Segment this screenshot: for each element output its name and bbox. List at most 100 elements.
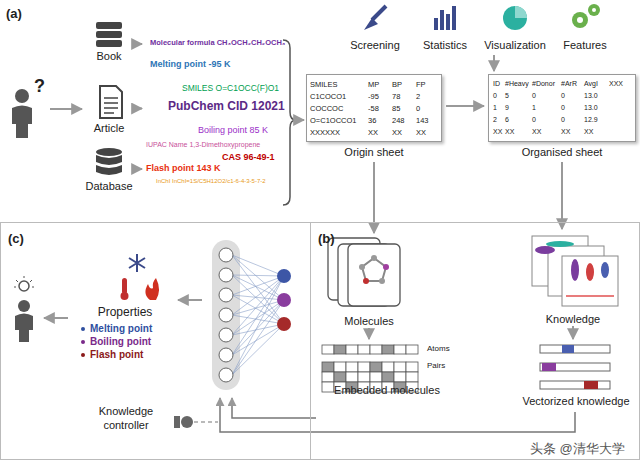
bullet (81, 340, 85, 344)
table-cell: 36 (368, 116, 376, 125)
watermark: 头条 @清华大学 (530, 440, 625, 458)
database-icon (96, 148, 122, 175)
tool-row: ScreeningStatisticsVisualizationFeatures (340, 0, 630, 53)
violin-cards (532, 236, 618, 306)
node-text: Melting point (81, 323, 179, 334)
table-cell: XXXXXX (310, 128, 340, 137)
table-cell: 9 (505, 104, 509, 111)
table-cell: 13.0 (584, 92, 598, 99)
snowflake-icon (129, 254, 145, 272)
vector: Vectorized knowledge (513, 341, 639, 407)
table-cell: 2 (493, 116, 497, 123)
book-icon (96, 22, 122, 47)
connector-arrow (136, 43, 142, 45)
image-card: Molecules (326, 237, 412, 327)
node-text: Embedded molecules (317, 384, 457, 396)
table-cell: -58 (368, 104, 379, 113)
bullet (81, 353, 85, 357)
feed-line (232, 398, 316, 418)
node-text: Features (550, 39, 620, 51)
table-cell: 0 (561, 116, 565, 123)
source: Book (84, 18, 134, 62)
table-cell: 0 (561, 92, 565, 99)
table-cell: 6 (505, 116, 509, 123)
node-text: Molecular formula CH₃OCH₂CH₂OCH₃ (150, 38, 282, 47)
node-text: Pairs (427, 361, 457, 370)
panel-label: (a) (6, 6, 22, 21)
node-text: Origin sheet (306, 146, 442, 158)
table-cell: 13.0 (584, 104, 598, 111)
node-text: Flash point 143 K (146, 163, 282, 173)
table-cell: 78 (392, 92, 400, 101)
table-cell: XX (392, 128, 402, 137)
table-cell: XX (561, 128, 570, 135)
connector-arrow (298, 119, 304, 121)
connector-arrow (446, 105, 484, 107)
knob-icon (174, 416, 193, 428)
node-text: CAS 96-49-1 (222, 152, 282, 162)
source: Database (80, 146, 138, 192)
table-cell: #Donor (532, 80, 555, 87)
table-cell: XXX (609, 80, 623, 87)
node-text: InChI InChI=1S/C5H12O2/c1-6-4-3-5-7-2 (156, 178, 282, 184)
table-cell: C1COCO1 (310, 92, 346, 101)
node-text: Screening (340, 39, 410, 51)
panel-label: (b) (318, 231, 335, 246)
panel: (b)MoleculesKnowledgeAtomsPairsEmbedded … (310, 222, 640, 460)
table-cell: XX (493, 128, 502, 135)
source: Article (84, 83, 134, 134)
question-mark: ? (34, 76, 45, 97)
table-cell: XX (532, 128, 541, 135)
table-cell: #Heavy (505, 80, 529, 87)
connector-arrow (572, 326, 574, 339)
connector-arrow (368, 328, 370, 339)
control-line (194, 421, 218, 422)
table-cell: MP (368, 80, 379, 89)
node-text: Flash point (81, 349, 179, 360)
table-cell: 1 (532, 104, 536, 111)
node-text: Boiling point (81, 336, 179, 347)
node-text: Article (84, 122, 134, 134)
panel-label: (c) (8, 231, 24, 246)
feed-line (220, 398, 575, 432)
neural-network (212, 240, 291, 390)
table-cell: 5 (505, 92, 509, 99)
node-text: PubChem CID 12021 (168, 99, 282, 113)
table-cell: 0 (493, 92, 497, 99)
molecule-cards (328, 238, 400, 306)
table-cell: 12.9 (584, 116, 598, 123)
arrow (44, 317, 68, 319)
node-text: Properties (71, 305, 179, 319)
bullet (81, 327, 85, 331)
table-cell: 143 (416, 116, 429, 125)
table-cell: -95 (368, 92, 379, 101)
connector-arrow (140, 168, 142, 170)
flame-icon (145, 278, 159, 300)
node-text: Vectorized knowledge (513, 395, 639, 407)
node-text: IUPAC Name 1,3-Dimethoxypropene (146, 141, 282, 148)
user: ? (8, 78, 48, 140)
table-cell: XX (416, 128, 426, 137)
connector-arrow (493, 55, 495, 71)
table-cell: XX (368, 128, 378, 137)
table-cell: O=C1OCCO1 (310, 116, 356, 125)
table-cell: 0 (532, 92, 536, 99)
node-text: Boiling point 85 K (198, 125, 282, 135)
connector-arrow (561, 162, 563, 229)
arrow (178, 299, 202, 301)
table-cell: XX (505, 128, 514, 135)
node-text: Knowledge controller (85, 405, 167, 433)
table-cell: 2 (416, 92, 420, 101)
article-icon (100, 86, 122, 118)
person-icon (15, 300, 33, 342)
image-card: Knowledge (521, 233, 625, 325)
table-cell: 0 (561, 104, 565, 111)
node-text: Statistics (410, 39, 480, 51)
table-cell: 85 (392, 104, 400, 113)
pie-icon (503, 6, 527, 30)
brush-icon (364, 6, 386, 30)
connector-arrow (136, 108, 142, 110)
table-cell: COCCOC (310, 104, 343, 113)
